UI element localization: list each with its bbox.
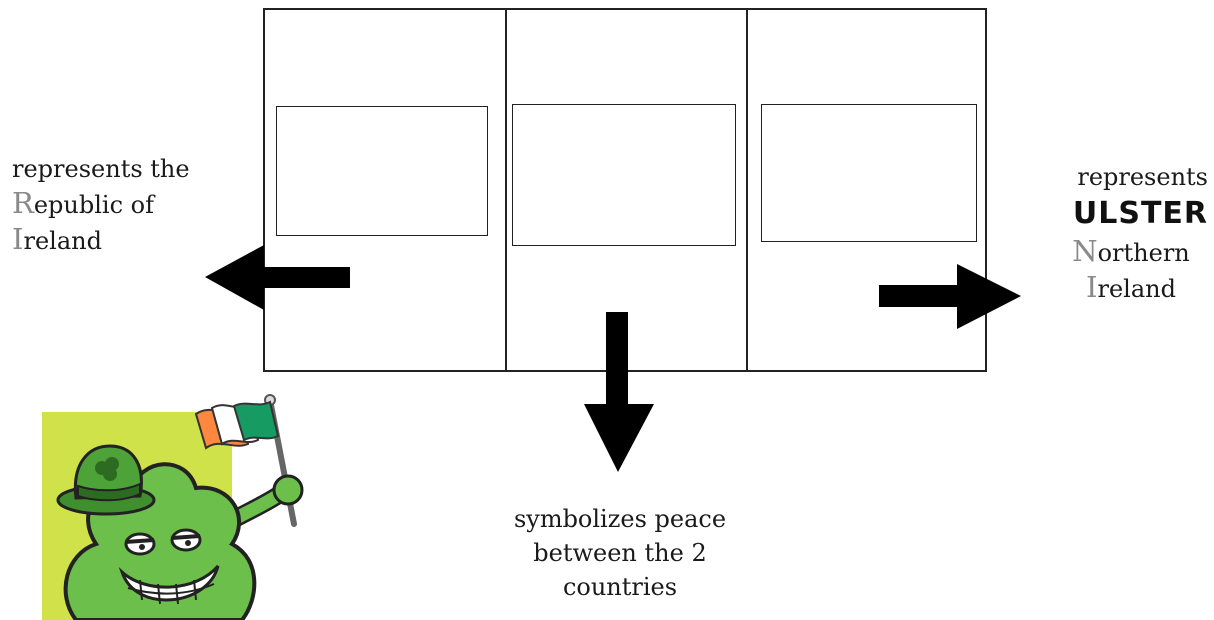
- eyes: [124, 528, 202, 556]
- fist: [272, 474, 304, 506]
- label-right-line4: reland: [1097, 275, 1176, 303]
- arrow-down-icon: [584, 312, 654, 472]
- label-bottom-line3: countries: [562, 573, 678, 601]
- answer-box-middle[interactable]: [512, 104, 736, 246]
- shamrock-leprechaun-illustration: [42, 394, 304, 620]
- irish-flag-icon: [194, 400, 280, 450]
- label-right-ulster: ULSTER: [1072, 196, 1208, 231]
- arrow-right-icon: [879, 264, 1021, 329]
- answer-box-right[interactable]: [761, 104, 977, 242]
- label-republic-of-ireland: represents the Republic of Ireland: [12, 152, 232, 258]
- label-left-line1: represents the: [12, 155, 190, 183]
- hat-icon: [56, 444, 156, 516]
- flag-outline: [263, 8, 987, 372]
- label-left-line3: reland: [23, 227, 102, 255]
- label-left-initial-r: R: [12, 186, 34, 220]
- label-right-line1: represents: [1077, 163, 1208, 191]
- label-ulster-northern-ireland: represents ULSTER Northern Ireland: [1030, 160, 1208, 306]
- answer-box-left[interactable]: [276, 106, 488, 236]
- label-right-initial-n: N: [1072, 234, 1098, 268]
- label-left-initial-i: I: [12, 222, 24, 256]
- label-right-initial-i: I: [1086, 270, 1098, 304]
- grin: [118, 565, 220, 605]
- label-right-line3: orthern: [1097, 239, 1190, 267]
- flag-section-left: [265, 10, 505, 370]
- label-bottom-line2: between the 2: [533, 539, 707, 567]
- arrow-left-icon: [205, 245, 350, 310]
- flag-section-right: [746, 10, 985, 370]
- label-left-line2: epublic of: [33, 191, 154, 219]
- label-bottom-line1: symbolizes peace: [513, 505, 727, 533]
- label-peace: symbolizes peace between the 2 countries: [480, 502, 760, 604]
- flag-section-middle: [505, 10, 746, 370]
